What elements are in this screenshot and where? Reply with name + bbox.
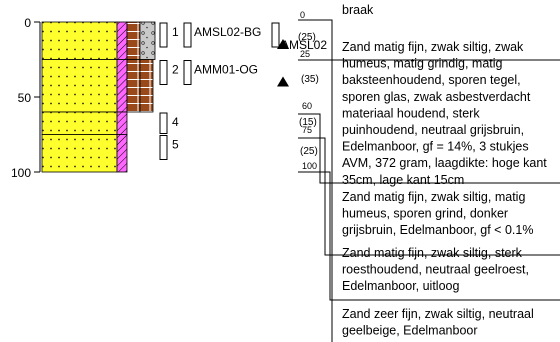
layer-2 — [42, 60, 153, 113]
sample-label: AMM01-OG — [194, 63, 258, 77]
description-line: 35cm, lage kant 15cm — [342, 173, 464, 187]
description-line: Zand matig fijn, zwak siltig, sterk — [342, 246, 523, 260]
description-line: braak — [342, 3, 374, 17]
description-block: Zand matig fijn, zwak siltig, sterk roest… — [342, 246, 529, 293]
depth-label: 75 — [302, 125, 312, 135]
depth-tick-label: 0 — [24, 16, 31, 30]
sand-pattern — [42, 135, 117, 173]
sample-triangle-icon — [277, 77, 289, 87]
brown-pattern — [140, 60, 153, 113]
sand-pattern — [42, 60, 117, 113]
layer-labels: 1 AMSL02-BG 2 AMM01-OG 4 5 — [160, 23, 261, 160]
layer-number: 1 — [172, 25, 179, 39]
depth-label: (25) — [300, 146, 318, 157]
pink-pattern — [117, 22, 127, 60]
description-line: Zand matig fijn, zwak siltig, zwak — [342, 40, 524, 54]
depth-label: (25) — [298, 32, 316, 43]
description-block: Zand matig fijn, zwak siltig, matig humeu… — [342, 190, 533, 237]
layer-number: 5 — [172, 138, 179, 152]
brown-pattern — [127, 60, 140, 113]
description-line: puinhoudend, neutraal grijsbruin, — [342, 123, 524, 137]
connector-line — [298, 20, 332, 342]
depth-axis: 0 50 100 — [11, 16, 40, 180]
description-line: humeus, matig grindig, matig — [342, 57, 503, 71]
sand-pattern — [42, 22, 117, 60]
sample-box — [272, 23, 279, 47]
description-line: baksteenhoudend, sporen tegel, — [342, 73, 521, 87]
layer-number: 2 — [172, 63, 179, 77]
pink-pattern — [117, 135, 127, 173]
description-line: Edelmanboor, gf = 14%, 3 stukjes — [342, 140, 529, 154]
depth-label: 25 — [300, 49, 310, 59]
description-line: AVM, 372 gram, laagdikte: hoge kant — [342, 156, 547, 170]
description-block: braak — [342, 3, 374, 17]
rubble-pattern — [140, 22, 155, 60]
description-line: Edelmanboor, uitloog — [342, 279, 459, 293]
layer-1 — [42, 22, 155, 60]
brown-pattern — [127, 22, 140, 60]
pink-pattern — [117, 112, 127, 135]
layer-4 — [42, 112, 127, 135]
depth-tick-label: 50 — [18, 91, 32, 105]
depth-tick-label: 100 — [11, 166, 31, 180]
sample-box — [184, 23, 191, 47]
layer-box — [160, 23, 167, 47]
description-block: Zand matig fijn, zwak siltig, zwak humeus… — [342, 40, 547, 187]
description-line: Zand zeer fijn, zwak siltig, neutraal — [342, 307, 534, 321]
sand-pattern — [42, 112, 117, 135]
depth-label: (35) — [301, 74, 319, 85]
description-block: Zand zeer fijn, zwak siltig, neutraal gee… — [342, 307, 534, 338]
depth-labels: 0(25)25(35)60(15)75(25)100 — [298, 10, 319, 171]
layer-box — [160, 136, 167, 160]
depth-label: 60 — [302, 101, 312, 111]
description-line: geelbeige, Edelmanboor — [342, 324, 478, 338]
description-line: sporen glas, zwak asbestverdacht — [342, 90, 531, 104]
sample-label: AMSL02-BG — [194, 25, 261, 39]
description-line: roesthoudend, neutraal geelroest, — [342, 263, 529, 277]
pink-pattern — [117, 60, 127, 113]
depth-label: 0 — [300, 10, 305, 20]
layer-number: 4 — [172, 115, 179, 129]
description-line: materiaal houdend, sterk — [342, 106, 480, 120]
depth-label: 100 — [302, 161, 317, 171]
lithology-column — [42, 22, 155, 172]
description-line: humeus, sporen grind, donker — [342, 207, 508, 221]
layer-box — [160, 61, 167, 85]
description-line: grijsbruin, Edelmanboor, gf < 0.1% — [342, 223, 533, 237]
layer-5 — [42, 135, 127, 173]
sample-box — [184, 61, 191, 85]
description-line: Zand matig fijn, zwak siltig, matig — [342, 190, 525, 204]
layer-box — [160, 113, 167, 134]
